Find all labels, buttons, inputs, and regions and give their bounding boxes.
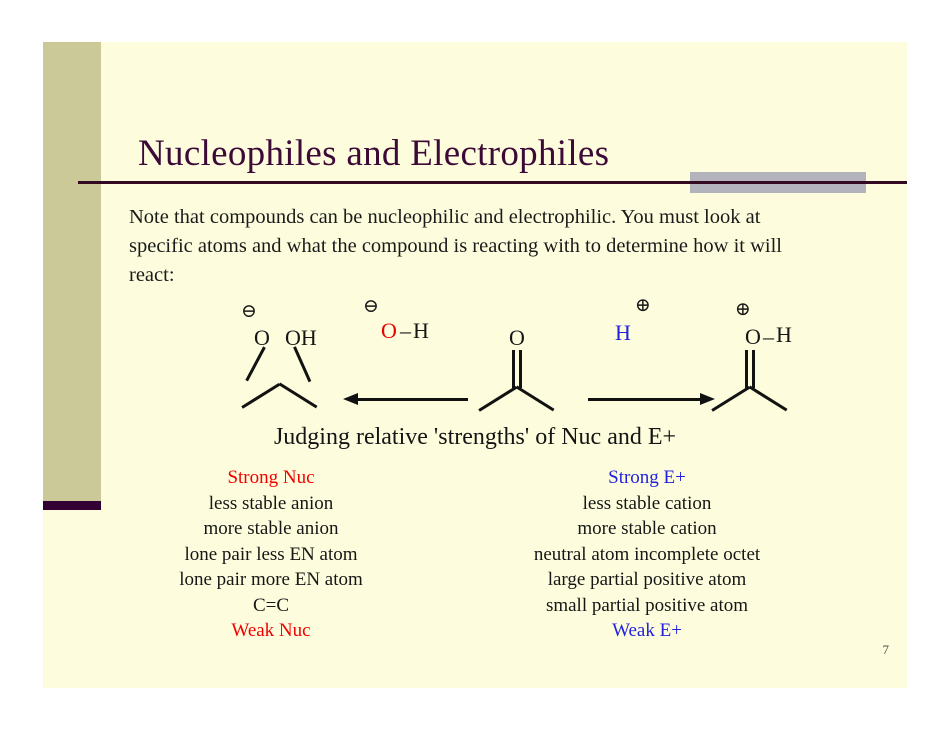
electrophile-strength-column: Strong E+ less stable cation more stable… — [497, 465, 797, 644]
bond-c-oh — [293, 346, 311, 383]
alkoxide-oxygen-label: O — [254, 325, 270, 350]
page-title: Nucleophiles and Electrophiles — [138, 133, 610, 174]
ep-item-0: less stable cation — [582, 492, 712, 514]
reagent-proton: ⊕ H — [613, 292, 683, 352]
bond-methyl-right — [278, 382, 318, 409]
bond-acetone-methyl-left — [478, 385, 517, 412]
nucleophile-strength-column: Strong Nuc less stable anion more stable… — [121, 465, 421, 644]
molecule-alkoxide: ⊖ O OH — [229, 292, 349, 437]
protonated-bond-dash: – — [763, 324, 774, 349]
nuc-item-4: C=C — [252, 594, 290, 616]
bond-methyl-left — [241, 382, 280, 409]
bond-co-double-b — [519, 350, 522, 388]
arrow-right-head — [700, 393, 715, 405]
protonated-oxygen-label: O — [745, 324, 761, 349]
ep-item-3: large partial positive atom — [547, 569, 747, 590]
nuc-item-0: less stable anion — [208, 492, 334, 514]
ep-item-2: neutral atom incomplete octet — [533, 543, 761, 565]
arrow-right-shaft — [588, 398, 701, 401]
bond-protonated-co-double-b — [752, 350, 755, 388]
molecule-protonated-acetone: ⊕ O – H — [711, 292, 835, 437]
header-rule — [78, 181, 907, 184]
page-number: 7 — [882, 642, 890, 657]
slide-canvas: Nucleophiles and Electrophiles Note that… — [43, 42, 907, 688]
hydroxide-hydrogen-label: H — [413, 318, 429, 343]
hydroxyl-label: OH — [285, 325, 317, 350]
negative-charge-icon: ⊖ — [241, 301, 257, 322]
protonated-hydrogen-label: H — [776, 322, 792, 347]
protonated-positive-charge-icon: ⊕ — [735, 299, 751, 320]
hydroxide-negative-charge-icon: ⊖ — [363, 296, 379, 317]
ep-item-4: small partial positive atom — [545, 594, 749, 616]
bond-c-o-anion — [245, 346, 266, 382]
bond-protonated-co-double-a — [745, 350, 748, 388]
arrow-left-shaft — [356, 398, 468, 401]
bond-protonated-methyl-left — [711, 385, 750, 412]
ep-item-1: more stable cation — [577, 518, 717, 539]
decorative-side-band — [43, 42, 101, 501]
molecule-acetone: O — [478, 292, 573, 437]
reagent-hydroxide: ⊖ O – H — [361, 292, 471, 352]
strong-ep-label: Strong E+ — [608, 467, 686, 488]
nuc-item-1: more stable anion — [203, 518, 339, 539]
reaction-scheme: ⊖ O OH ⊖ O – H O — [43, 292, 907, 437]
strong-nuc-label: Strong Nuc — [227, 467, 315, 488]
judging-heading: Judging relative 'strengths' of Nuc and … — [273, 424, 677, 450]
nuc-item-3: lone pair more EN atom — [179, 569, 363, 590]
proton-hydrogen-label: H — [615, 320, 631, 345]
weak-nuc-label: Weak Nuc — [231, 620, 311, 641]
arrow-left-head — [343, 393, 358, 405]
acetone-oxygen-label: O — [509, 325, 525, 350]
arrow-right — [588, 392, 716, 406]
bond-co-double-a — [512, 350, 515, 388]
proton-positive-charge-icon: ⊕ — [635, 295, 651, 316]
weak-ep-label: Weak E+ — [612, 620, 682, 641]
arrow-left — [343, 392, 468, 406]
bond-protonated-methyl-right — [748, 385, 788, 412]
hydroxide-bond-dash: – — [400, 318, 411, 343]
hydroxide-oxygen-label: O — [381, 318, 397, 343]
body-paragraph: Note that compounds can be nucleophilic … — [129, 206, 782, 286]
nuc-item-2: lone pair less EN atom — [184, 543, 358, 565]
bond-acetone-methyl-right — [515, 385, 555, 412]
decorative-side-band-footer — [43, 501, 101, 510]
